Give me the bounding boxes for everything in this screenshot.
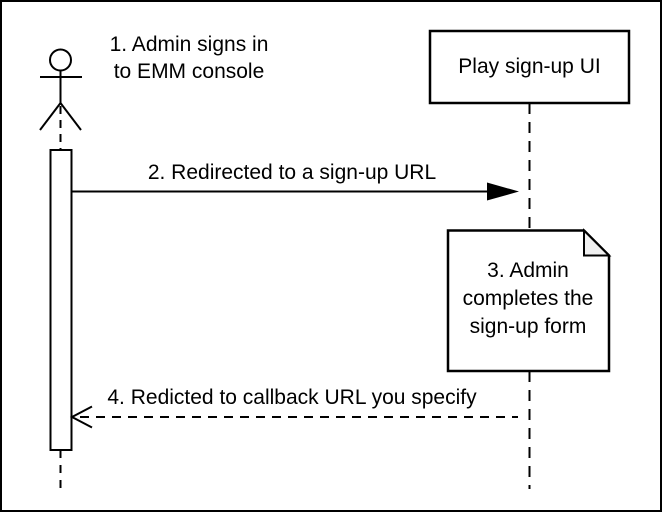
actor-leg-right (59, 102, 82, 131)
message-2-label: 2. Redirected to a sign-up URL (147, 161, 437, 184)
message-4-arrowhead (69, 405, 93, 429)
admin-actor (39, 48, 82, 149)
message-4-label: 4. Redicted to callback URL you specify (107, 386, 477, 409)
activation-bar (49, 149, 73, 451)
message-2-arrowhead (487, 182, 519, 201)
note-shape (446, 228, 612, 373)
actor-leg-left (39, 102, 62, 131)
actor-annotation-line1: 1. Admin signs in (109, 33, 269, 56)
actor-head-icon (49, 48, 72, 72)
note-fold (583, 228, 612, 257)
note-outline (446, 229, 611, 373)
note-label: 3. Admin completes the sign-up form (463, 257, 594, 341)
note-line1: 3. Admin (487, 259, 569, 282)
message-4-arrow (69, 405, 518, 429)
participant-label: Play sign-up UI (458, 55, 601, 78)
note-line2: completes the (462, 287, 594, 310)
actor-annotation-line2: to EMM console (113, 60, 265, 83)
message-2-arrow (72, 182, 519, 201)
participant-box (428, 29, 631, 105)
note-line3: sign-up form (469, 315, 587, 338)
actor-annotation: 1. Admin signs in to EMM console (110, 31, 269, 85)
